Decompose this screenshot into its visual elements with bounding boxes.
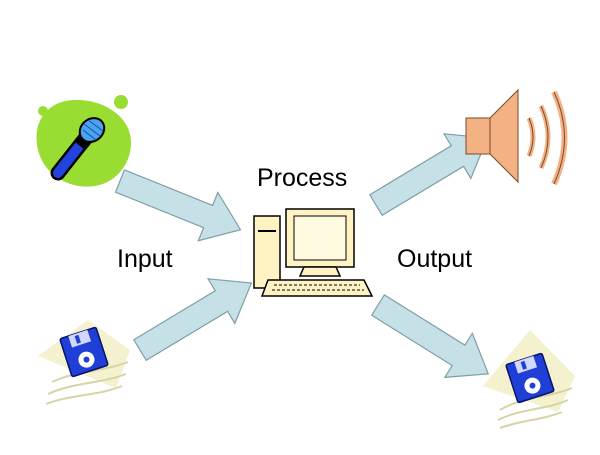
process-label: Process	[257, 164, 348, 192]
speaker-icon	[465, 88, 568, 186]
arrow-input-bottom	[126, 260, 266, 373]
floppy-disk-icon-input	[38, 320, 130, 405]
microphone-icon	[36, 95, 132, 187]
arrow-input-top	[109, 156, 251, 255]
computer-icon	[253, 208, 374, 297]
input-label: Input	[117, 245, 173, 273]
output-label: Output	[397, 245, 473, 273]
floppy-disk-icon-output	[483, 330, 575, 429]
arrow-output-bottom	[363, 282, 503, 397]
